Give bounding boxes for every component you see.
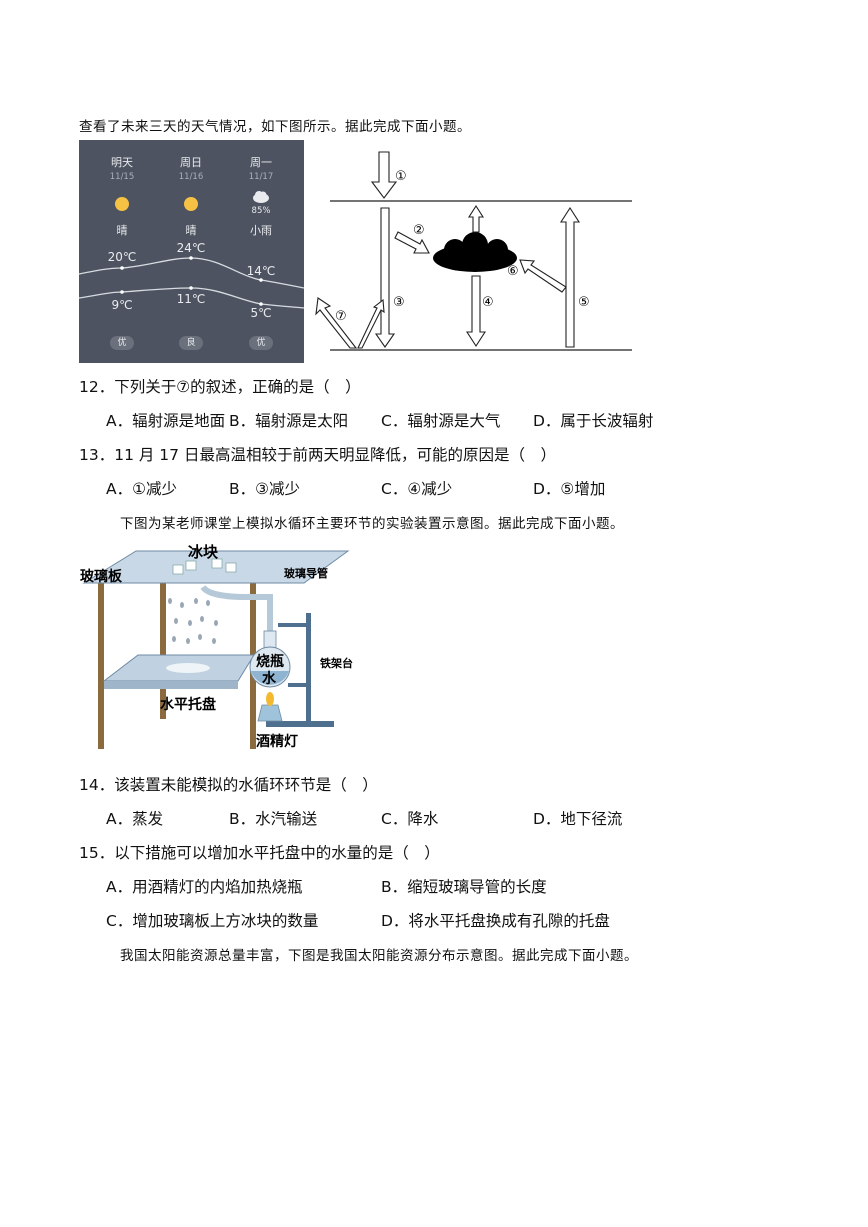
radiation-diagram: ① ② ③ ④ ⑤ ⑥ ⑦ <box>315 151 632 351</box>
label-3: ③ <box>393 295 405 310</box>
label-stand: 铁架台 <box>320 656 353 670</box>
q12-option-a[interactable]: A．辐射源是地面 <box>106 412 226 430</box>
label-flask: 烧瓶 <box>256 653 284 670</box>
precip-chance: 85% <box>251 206 271 216</box>
intro-text-solar: 我国太阳能资源总量丰富，下图是我国太阳能资源分布示意图。据此完成下面小题。 <box>120 948 638 964</box>
q15-option-c[interactable]: C．增加玻璃板上方冰块的数量 <box>106 912 319 930</box>
day-date: 11/17 <box>248 172 274 182</box>
intro-text-water-cycle: 下图为某老师课堂上模拟水循环主要环节的实验装置示意图。据此完成下面小题。 <box>120 516 624 532</box>
label-lamp: 酒精灯 <box>256 733 298 750</box>
q13-option-b[interactable]: B．③减少 <box>229 480 301 498</box>
label-7: ⑦ <box>335 309 347 324</box>
question-14-stem: 14．该装置未能模拟的水循环环节是（ ） <box>79 776 378 794</box>
temperature-curves <box>79 256 304 309</box>
day-date: 11/16 <box>178 172 204 182</box>
low-temp: 9℃ <box>111 298 133 312</box>
label-6: ⑥ <box>507 264 519 279</box>
day-name: 明天 <box>111 156 133 169</box>
day-condition: 晴 <box>185 224 197 237</box>
high-temp: 20℃ <box>107 250 137 264</box>
day-name: 周日 <box>180 156 202 169</box>
label-2: ② <box>413 223 425 238</box>
label-4: ④ <box>482 295 494 310</box>
sun-icon <box>115 197 129 211</box>
q15-option-d[interactable]: D．将水平托盘换成有孔隙的托盘 <box>381 912 610 930</box>
q14-option-d[interactable]: D．地下径流 <box>533 810 623 828</box>
label-glass-plate: 玻璃板 <box>80 568 123 585</box>
aqi-badge: 良 <box>179 336 203 350</box>
label-tray: 水平托盘 <box>160 696 216 713</box>
label-water: 水 <box>262 670 277 687</box>
day-condition: 晴 <box>116 224 128 237</box>
intro-text-weather: 查看了未来三天的天气情况，如下图所示。据此完成下面小题。 <box>79 119 471 135</box>
rain-cloud-icon <box>253 191 269 203</box>
day-name: 周一 <box>250 156 272 169</box>
q12-option-c[interactable]: C．辐射源是大气 <box>381 412 501 430</box>
low-temp: 5℃ <box>250 306 272 320</box>
aqi-badge: 优 <box>110 336 134 350</box>
label-5: ⑤ <box>578 295 590 310</box>
high-temp: 14℃ <box>246 264 276 278</box>
q13-option-a[interactable]: A．①减少 <box>106 480 177 498</box>
q12-option-d[interactable]: D．属于长波辐射 <box>533 412 654 430</box>
sun-icon <box>184 197 198 211</box>
question-15-stem: 15．以下措施可以增加水平托盘中的水量的是（ ） <box>79 844 440 862</box>
weather-forecast-image: 明天 11/15 晴 20℃ 9℃ 优 周日 11/16 晴 24℃ 11℃ 良… <box>79 140 304 363</box>
low-temp: 11℃ <box>176 292 206 306</box>
label-1: ① <box>395 169 407 184</box>
q15-option-b[interactable]: B．缩短玻璃导管的长度 <box>381 878 547 896</box>
day-condition: 小雨 <box>250 224 272 237</box>
question-13-stem: 13．11 月 17 日最高温相较于前两天明显降低，可能的原因是（ ） <box>79 446 556 464</box>
q15-option-a[interactable]: A．用酒精灯的内焰加热烧瓶 <box>106 878 303 896</box>
q14-option-a[interactable]: A．蒸发 <box>106 810 164 828</box>
q12-option-b[interactable]: B．辐射源是太阳 <box>229 412 349 430</box>
label-glass-tube: 玻璃导管 <box>284 566 328 580</box>
q13-option-d[interactable]: D．⑤增加 <box>533 480 606 498</box>
q14-option-c[interactable]: C．降水 <box>381 810 439 828</box>
q13-option-c[interactable]: C．④减少 <box>381 480 453 498</box>
label-ice: 冰块 <box>188 543 219 561</box>
aqi-badge: 优 <box>249 336 273 350</box>
high-temp: 24℃ <box>176 241 206 255</box>
q14-option-b[interactable]: B．水汽输送 <box>229 810 318 828</box>
question-12-stem: 12．下列关于⑦的叙述，正确的是（ ） <box>79 378 361 396</box>
day-date: 11/15 <box>109 172 135 182</box>
water-cycle-apparatus-image: 冰块 玻璃板 玻璃导管 烧瓶 水 铁架台 水平托盘 酒精灯 <box>80 543 353 750</box>
